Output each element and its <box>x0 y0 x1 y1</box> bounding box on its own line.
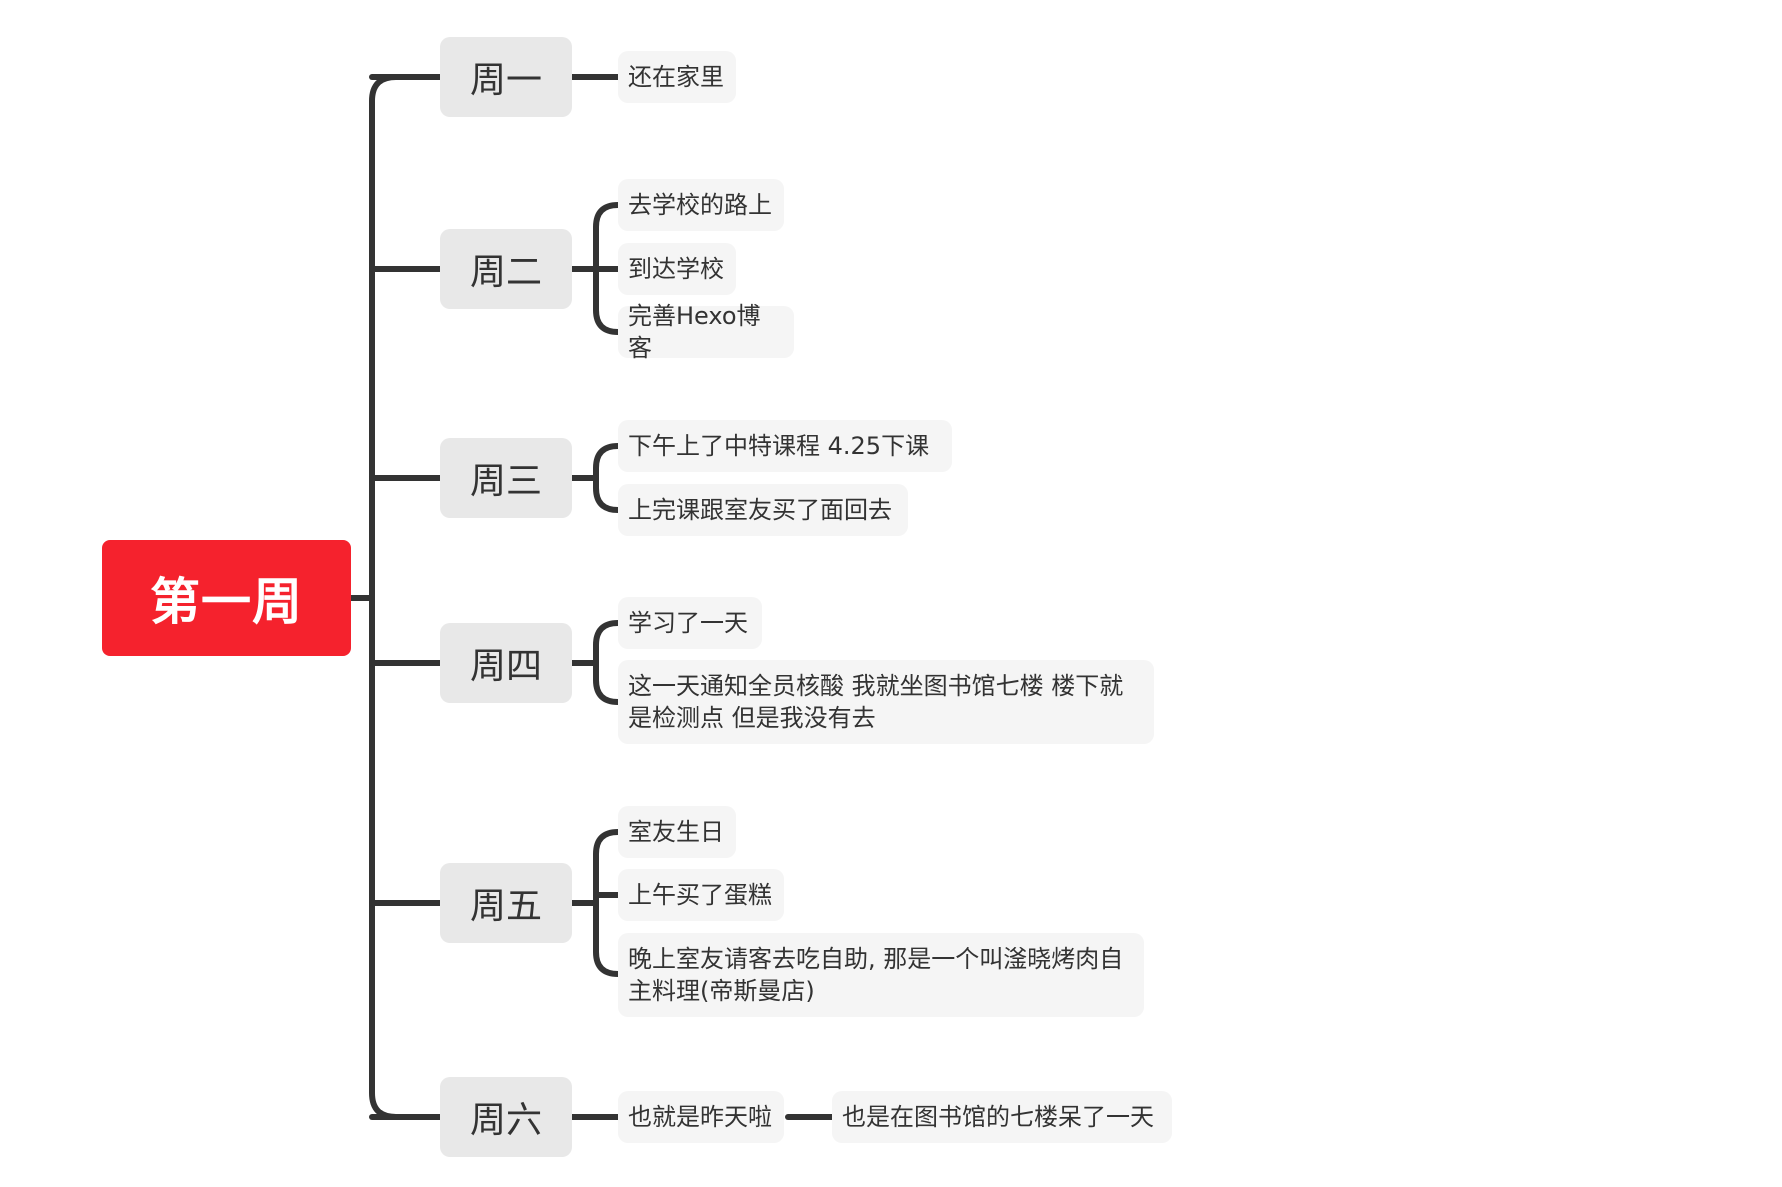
leaf-text: 也就是昨天啦 <box>628 1103 772 1131</box>
leaf-text: 去学校的路上 <box>628 191 772 219</box>
day-node-friday[interactable]: 周五 <box>440 863 572 943</box>
wed-bracket <box>593 443 621 513</box>
day-label: 周二 <box>469 252 542 293</box>
day-node-wednesday[interactable]: 周三 <box>440 438 572 518</box>
leaf-node[interactable]: 上午买了蛋糕 <box>618 869 784 921</box>
leaf-node[interactable]: 到达学校 <box>618 243 736 295</box>
leaf-node[interactable]: 完善Hexo博客 <box>618 302 794 362</box>
root-label: 第一周 <box>150 573 303 631</box>
leaf-text: 下午上了中特课程 4.25下课 <box>628 432 930 460</box>
leaf-text: 还在家里 <box>628 63 724 91</box>
day-spine <box>369 74 399 1120</box>
leaf-text: 学习了一天 <box>628 609 748 637</box>
leaf-text: 到达学校 <box>628 255 724 283</box>
day-node-monday[interactable]: 周一 <box>440 37 572 117</box>
day-label: 周一 <box>469 60 542 101</box>
leaf-node[interactable]: 学习了一天 <box>618 597 762 649</box>
thu-bracket <box>593 620 621 705</box>
leaf-text: 晚上室友请客去吃自助, 那是一个叫滏晓烤肉自主料理(帝斯曼店) <box>628 945 1124 1005</box>
day-label: 周五 <box>469 886 542 927</box>
root-node[interactable]: 第一周 <box>102 540 351 656</box>
day-label: 周六 <box>469 1100 542 1141</box>
leaf-node[interactable]: 还在家里 <box>618 51 736 103</box>
leaf-text: 也是在图书馆的七楼呆了一天 <box>842 1103 1154 1131</box>
leaf-node[interactable]: 去学校的路上 <box>618 179 784 231</box>
fri-bracket <box>593 829 621 977</box>
leaf-text: 上完课跟室友买了面回去 <box>628 496 892 524</box>
leaf-node[interactable]: 室友生日 <box>618 806 736 858</box>
leaf-text: 这一天通知全员核酸 我就坐图书馆七楼 楼下就是检测点 但是我没有去 <box>628 672 1124 732</box>
leaf-text: 室友生日 <box>628 818 724 846</box>
leaf-node[interactable]: 上完课跟室友买了面回去 <box>618 484 908 536</box>
sub-leaf-node[interactable]: 也是在图书馆的七楼呆了一天 <box>832 1091 1172 1143</box>
day-label: 周三 <box>469 461 542 502</box>
leaf-text: 完善Hexo博客 <box>628 302 761 362</box>
day-node-saturday[interactable]: 周六 <box>440 1077 572 1157</box>
leaf-node[interactable]: 下午上了中特课程 4.25下课 <box>618 420 952 472</box>
day-node-thursday[interactable]: 周四 <box>440 623 572 703</box>
day-label: 周四 <box>469 646 542 687</box>
leaf-node[interactable]: 也就是昨天啦 <box>618 1091 784 1143</box>
day-node-tuesday[interactable]: 周二 <box>440 229 572 309</box>
leaf-text: 上午买了蛋糕 <box>628 881 772 909</box>
leaf-node[interactable]: 这一天通知全员核酸 我就坐图书馆七楼 楼下就是检测点 但是我没有去 <box>618 660 1154 744</box>
leaf-node[interactable]: 晚上室友请客去吃自助, 那是一个叫滏晓烤肉自主料理(帝斯曼店) <box>618 933 1144 1017</box>
